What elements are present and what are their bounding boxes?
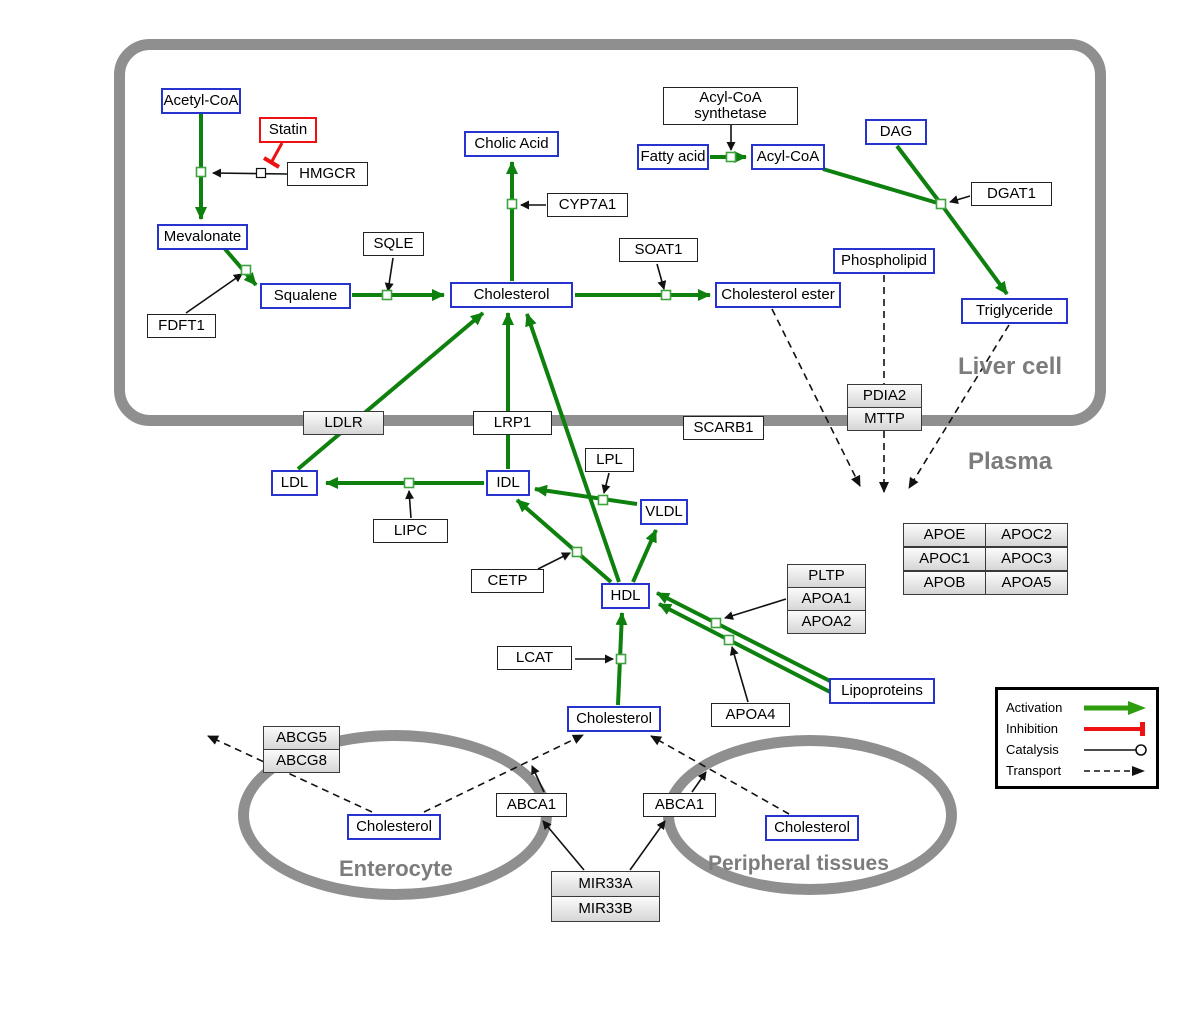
legend-activation-label: Activation	[1006, 700, 1063, 715]
edge-hdl-to-vldl	[631, 529, 658, 583]
legend-row-transport: Transport	[1006, 760, 1148, 781]
node-cholesterol-liver[interactable]: Cholesterol	[450, 282, 573, 308]
node-acetyl-coa[interactable]: Acetyl-CoA	[161, 88, 241, 114]
node-lipoproteins[interactable]: Lipoproteins	[829, 678, 935, 704]
node-vldl[interactable]: VLDL	[640, 499, 688, 525]
reaction-anchor	[615, 653, 627, 665]
node-lrp1[interactable]: LRP1	[473, 411, 552, 435]
reaction-anchor	[571, 546, 583, 558]
node-cholesterol-peripheral[interactable]: Cholesterol	[765, 815, 859, 841]
legend-row-inhibition: Inhibition	[1006, 718, 1148, 739]
reaction-anchor	[710, 617, 722, 629]
node-dgat1[interactable]: DGAT1	[971, 182, 1052, 206]
acyl-coa-synthetase-line1: Acyl-CoA	[699, 89, 762, 106]
legend-transport-label: Transport	[1006, 763, 1062, 778]
node-apoc2[interactable]: APOC2	[985, 523, 1068, 547]
node-dag[interactable]: DAG	[865, 119, 927, 145]
node-apob[interactable]: APOB	[903, 571, 986, 595]
reaction-anchor	[723, 634, 735, 646]
node-phospholipid[interactable]: Phospholipid	[833, 248, 935, 274]
activation-arrow-icon	[1084, 700, 1146, 715]
node-apoc3[interactable]: APOC3	[985, 547, 1068, 571]
node-triglyceride[interactable]: Triglyceride	[961, 298, 1068, 324]
node-acyl-coa-synthetase[interactable]: Acyl-CoA synthetase	[663, 87, 798, 125]
node-abcg5[interactable]: ABCG5	[263, 726, 340, 750]
node-abca1-enterocyte[interactable]: ABCA1	[496, 793, 567, 817]
legend-row-catalysis: Catalysis	[1006, 739, 1148, 760]
node-fdft1[interactable]: FDFT1	[147, 314, 216, 338]
node-apoe[interactable]: APOE	[903, 523, 986, 547]
node-hmgcr[interactable]: HMGCR	[287, 162, 368, 186]
node-sqle[interactable]: SQLE	[363, 232, 424, 256]
node-cholesterol-ester[interactable]: Cholesterol ester	[715, 282, 841, 308]
node-lpl[interactable]: LPL	[585, 448, 634, 472]
peripheral-tissues-label: Peripheral tissues	[708, 852, 889, 875]
node-cholic-acid[interactable]: Cholic Acid	[464, 131, 559, 157]
node-acyl-coa[interactable]: Acyl-CoA	[751, 144, 825, 170]
catalysis-circle-icon	[1084, 743, 1147, 756]
node-cholesterol-plasma[interactable]: Cholesterol	[567, 706, 661, 732]
node-mevalonate[interactable]: Mevalonate	[157, 224, 248, 250]
node-ldl[interactable]: LDL	[271, 470, 318, 496]
node-lipc[interactable]: LIPC	[373, 519, 448, 543]
node-pdia2[interactable]: PDIA2	[847, 384, 922, 408]
liver-cell-label: Liver cell	[958, 353, 1063, 380]
legend-row-activation: Activation	[1006, 697, 1148, 718]
node-lcat[interactable]: LCAT	[497, 646, 572, 670]
node-squalene[interactable]: Squalene	[260, 283, 351, 309]
node-idl[interactable]: IDL	[486, 470, 530, 496]
node-abcg8[interactable]: ABCG8	[263, 749, 340, 773]
node-soat1[interactable]: SOAT1	[619, 238, 698, 262]
enterocyte-label: Enterocyte	[339, 856, 453, 881]
node-apoa5[interactable]: APOA5	[985, 571, 1068, 595]
node-apoa1[interactable]: APOA1	[787, 587, 866, 611]
plasma-label: Plasma	[968, 448, 1053, 475]
reaction-anchor	[597, 494, 609, 506]
catalysis-lpl	[601, 472, 611, 494]
node-statin[interactable]: Statin	[259, 117, 317, 143]
inhibition-tbar-icon	[1084, 721, 1145, 736]
node-cyp7a1[interactable]: CYP7A1	[547, 193, 628, 217]
node-pltp[interactable]: PLTP	[787, 564, 866, 588]
catalysis-cetp	[537, 552, 571, 570]
legend: Activation Inhibition Catalysis Transpor…	[995, 687, 1159, 789]
node-hdl[interactable]: HDL	[601, 583, 650, 609]
legend-inhibition-label: Inhibition	[1006, 721, 1059, 736]
reaction-anchor	[403, 477, 415, 489]
node-ldlr[interactable]: LDLR	[303, 411, 384, 435]
catalysis-lipc	[405, 490, 415, 519]
edge-vldl-to-idl	[534, 484, 638, 506]
node-apoa2[interactable]: APOA2	[787, 610, 866, 634]
node-abca1-peripheral[interactable]: ABCA1	[643, 793, 716, 817]
node-cetp[interactable]: CETP	[471, 569, 544, 593]
regulation-mir33-to-abca1-right	[629, 820, 666, 871]
node-apoc1[interactable]: APOC1	[903, 547, 986, 571]
node-scarb1[interactable]: SCARB1	[683, 416, 764, 440]
acyl-coa-synthetase-line2: synthetase	[694, 105, 767, 122]
node-mir33a[interactable]: MIR33A	[551, 871, 660, 897]
node-fatty-acid[interactable]: Fatty acid	[637, 144, 709, 170]
transport-dashed-arrow-icon	[1084, 765, 1145, 776]
node-mttp[interactable]: MTTP	[847, 407, 922, 431]
catalysis-pltp-apoa1-apoa2	[724, 598, 787, 620]
node-cholesterol-enterocyte[interactable]: Cholesterol	[347, 814, 441, 840]
node-apoa4[interactable]: APOA4	[711, 703, 790, 727]
catalysis-apoa4	[729, 646, 749, 703]
node-mir33b[interactable]: MIR33B	[551, 896, 660, 922]
edge-cholesterol-to-hdl-via-lcat	[615, 612, 628, 706]
legend-catalysis-label: Catalysis	[1006, 742, 1059, 757]
